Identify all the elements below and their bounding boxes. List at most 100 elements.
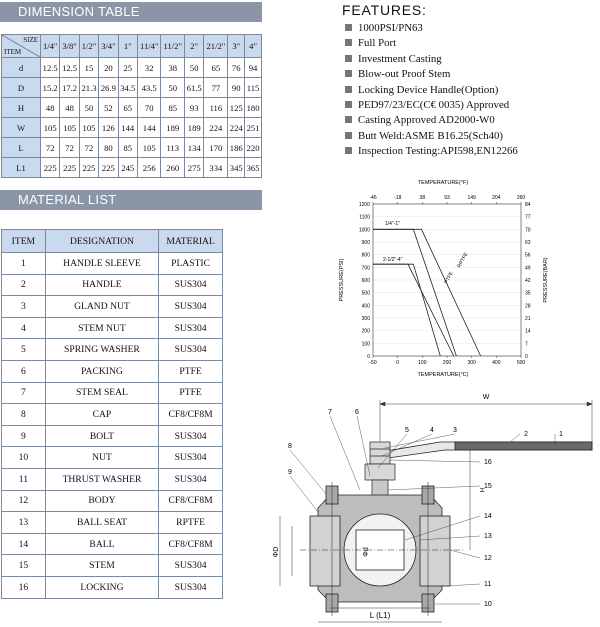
right-tick-label: 63	[525, 240, 531, 246]
material-item: 3	[1, 295, 46, 318]
callout-number: 8	[288, 443, 292, 450]
bottom-tick-label: -50	[369, 360, 376, 366]
dimension-value: 90	[227, 77, 246, 98]
material-designation: BOLT	[44, 424, 160, 448]
feature-item: PED97/23/EC(C€ 0035) Approved	[345, 98, 518, 113]
size-label: SIZE	[23, 36, 38, 44]
material-material: SUS304	[158, 554, 223, 577]
label-ptfe: PTFE	[443, 270, 455, 285]
bottom-tick-label: 400	[492, 360, 501, 366]
dimension-value: 34.5	[117, 77, 138, 98]
dimension-value: 50	[184, 57, 205, 78]
dimension-value: 170	[203, 137, 229, 158]
dimension-item: L1	[1, 157, 41, 178]
left-tick-label: 900	[362, 240, 371, 246]
material-designation: HANDLE	[44, 273, 160, 297]
dimension-value: 77	[203, 77, 229, 98]
callout-number: 16	[484, 459, 492, 466]
dimension-value: 17.2	[59, 77, 80, 98]
callout-number: 5	[405, 427, 409, 434]
square-bullet-icon	[345, 116, 352, 124]
dimension-value: 12.5	[39, 57, 61, 78]
material-item: 16	[1, 575, 46, 599]
right-tick-label: 7	[525, 341, 528, 347]
bottom-axis-title: TEMPERATURE(°C)	[418, 372, 469, 378]
dimension-value: 224	[227, 117, 246, 138]
material-designation: LOCKING	[44, 575, 160, 599]
square-bullet-icon	[345, 85, 352, 93]
square-bullet-icon	[345, 54, 352, 62]
callout-leader	[377, 433, 408, 469]
dimension-value: 260	[160, 157, 186, 178]
left-tick-label: 300	[362, 316, 371, 322]
left-tick-label: 100	[362, 341, 371, 347]
material-material: SUS304	[158, 424, 223, 448]
material-material: SUS304	[158, 446, 223, 469]
dimension-item: W	[1, 117, 41, 138]
dimension-value: 61.5	[184, 77, 205, 98]
dimension-value: 72	[59, 137, 80, 158]
material-material: CF8/CF8M	[158, 489, 223, 513]
dimension-value: 65	[203, 57, 229, 78]
square-bullet-icon	[345, 147, 352, 155]
dimension-value: 20	[98, 57, 119, 78]
dimension-value: 105	[59, 117, 80, 138]
dimension-value: 85	[160, 97, 186, 118]
dimension-value: 52	[98, 97, 119, 118]
material-header-designation: DESIGNATION	[44, 229, 160, 253]
size-header: 1/2"	[78, 34, 100, 58]
right-axis-title: PRESSURE(BAR)	[543, 257, 549, 302]
material-designation: STEM NUT	[44, 316, 160, 340]
size-header: 3"	[227, 34, 246, 58]
valve-body	[300, 482, 465, 616]
material-designation: GLAND NUT	[44, 295, 160, 318]
material-item: 2	[1, 273, 46, 297]
size-header: 11/2"	[160, 34, 186, 58]
material-item: 4	[1, 316, 46, 340]
dimension-item: H	[1, 97, 41, 118]
left-tick-label: 1100	[359, 215, 370, 221]
dimension-item: L	[1, 137, 41, 158]
material-designation: STEM SEAL	[44, 381, 160, 405]
bottom-tick-label: 100	[418, 360, 427, 366]
dimension-value: 105	[136, 137, 162, 158]
dimension-value: 220	[244, 137, 262, 158]
material-header-item: ITEM	[1, 229, 46, 253]
feature-text: Full Port	[358, 37, 397, 50]
material-designation: BODY	[44, 489, 160, 513]
dimension-value: 125	[227, 97, 246, 118]
corner-diagonal	[2, 35, 40, 57]
dimension-value: 113	[160, 137, 186, 158]
right-tick-label: 21	[525, 316, 531, 322]
callout-number: 12	[484, 555, 492, 562]
left-tick-label: 600	[362, 278, 371, 284]
material-material: SUS304	[158, 338, 223, 361]
left-tick-label: 1200	[359, 202, 370, 208]
dimension-value: 50	[78, 97, 100, 118]
material-header-row: ITEM DESIGNATION MATERIAL	[1, 229, 223, 253]
top-tick-label: -46	[369, 195, 376, 201]
dimension-value: 189	[184, 117, 205, 138]
left-tick-label: 0	[367, 354, 370, 360]
bottom-tick-label: 500	[517, 360, 526, 366]
callout-number: 9	[288, 469, 292, 476]
square-bullet-icon	[345, 100, 352, 108]
dimension-value: 225	[59, 157, 80, 178]
top-tick-label: 204	[492, 195, 501, 201]
dimension-value: 126	[98, 117, 119, 138]
size-header: 1/4"	[39, 34, 61, 58]
callout-number: 14	[484, 513, 492, 520]
callout-leader	[449, 549, 481, 559]
